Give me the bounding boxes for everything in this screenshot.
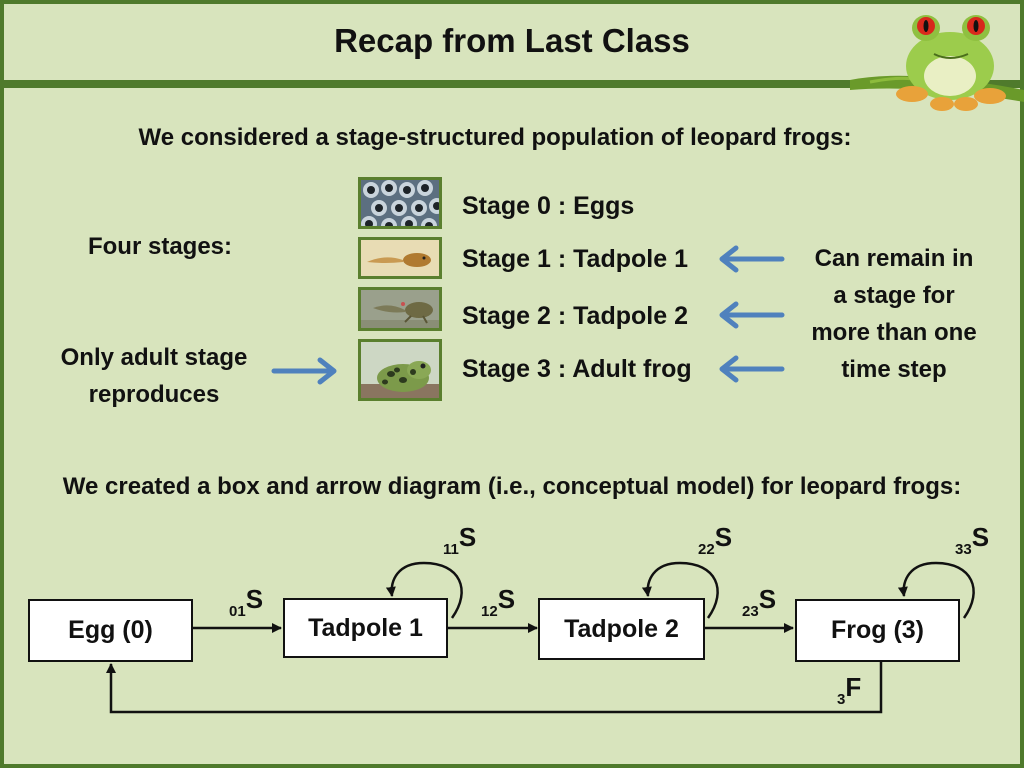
loop-label-33-sub: 33 xyxy=(955,541,972,558)
reproduce-note-line-2: reproduces xyxy=(88,381,220,408)
edge-label-12-main: S xyxy=(497,584,516,614)
node-frog: Frog (3) xyxy=(795,599,960,662)
reproduce-note: Only adult stage reproduces xyxy=(44,339,264,413)
title-bar xyxy=(4,4,1020,80)
loop-label-33: 33S xyxy=(955,522,989,561)
loop-label-11: 11S xyxy=(443,522,476,561)
edge-label-23-sub: 23 xyxy=(742,603,759,620)
remain-note-line-3: more than one xyxy=(811,319,977,346)
stage-2-label: Stage 2 : Tadpole 2 xyxy=(462,302,688,330)
loop-label-22: 22S xyxy=(698,522,732,561)
stage-1-label: Stage 1 : Tadpole 1 xyxy=(462,245,688,273)
remain-note-line-4: time step xyxy=(841,356,947,383)
tadpole-1-photo xyxy=(358,237,442,279)
loop-label-33-main: S xyxy=(971,522,990,552)
diagram-intro-text: We created a box and arrow diagram (i.e.… xyxy=(62,473,962,500)
fecundity-label-main: F xyxy=(845,672,862,702)
remain-note-line-2: a stage for xyxy=(833,282,955,309)
node-tadpole-1: Tadpole 1 xyxy=(283,598,448,658)
edge-label-01: 01S xyxy=(229,584,263,623)
stage-3-label: Stage 3 : Adult frog xyxy=(462,355,692,383)
fecundity-label: 3F xyxy=(837,672,861,711)
reproduce-note-line-1: Only adult stage xyxy=(60,344,248,371)
fecundity-label-sub: 3 xyxy=(837,691,846,708)
loop-label-22-main: S xyxy=(714,522,733,552)
node-tadpole-2: Tadpole 2 xyxy=(538,598,705,660)
edge-label-01-main: S xyxy=(245,584,264,614)
edge-label-12: 12S xyxy=(481,584,515,623)
edge-label-23-main: S xyxy=(758,584,777,614)
page-title: Recap from Last Class xyxy=(334,22,690,59)
loop-label-22-sub: 22 xyxy=(698,541,715,558)
tree-frog-icon xyxy=(850,15,1024,111)
loop-label-11-main: S xyxy=(458,522,477,552)
four-stages-label: Four stages: xyxy=(87,233,233,260)
edge-label-23: 23S xyxy=(742,584,776,623)
loop-label-11-sub: 11 xyxy=(443,541,459,558)
remain-note-line-1: Can remain in xyxy=(814,245,974,272)
adult-frog-photo xyxy=(358,339,442,401)
node-egg: Egg (0) xyxy=(28,599,193,662)
frog-eggs-photo xyxy=(358,177,442,229)
remain-note: Can remain in a stage for more than one … xyxy=(794,240,994,388)
edge-label-01-sub: 01 xyxy=(229,603,246,620)
tadpole-2-photo xyxy=(358,287,442,331)
edge-label-12-sub: 12 xyxy=(481,603,498,620)
stage-0-label: Stage 0 : Eggs xyxy=(462,192,635,220)
intro-text: We considered a stage-structured populat… xyxy=(138,124,852,151)
